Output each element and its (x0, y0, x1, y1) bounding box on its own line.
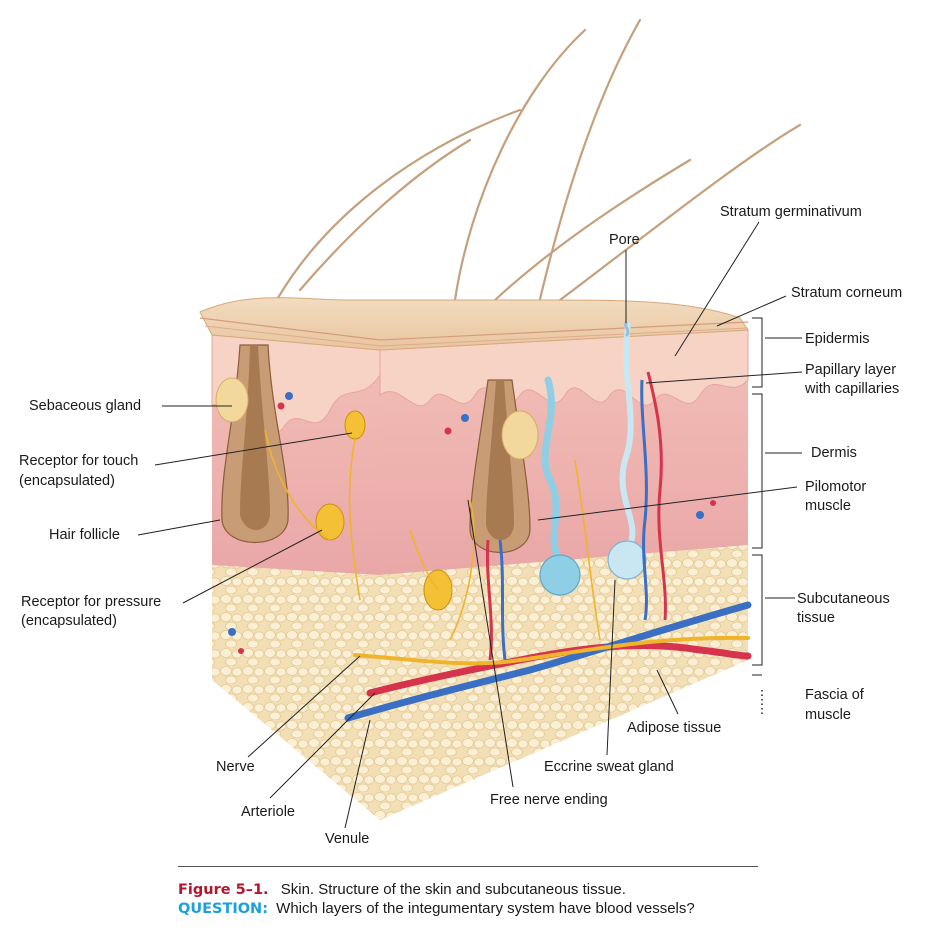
sweat-gland-coil (539, 554, 581, 596)
label-hair-follicle: Hair follicle (49, 527, 120, 543)
label-fascia-sub: muscle (805, 707, 851, 723)
figure-caption: Figure 5–1. Skin. Structure of the skin … (178, 880, 626, 900)
epidermis-papillae-right (379, 329, 749, 407)
label-sebaceous-gland: Sebaceous gland (29, 398, 142, 414)
label-receptor-pressure-sub: (encapsulated) (21, 613, 117, 629)
label-papillary-layer: Papillary layer (805, 362, 897, 378)
label-venule: Venule (325, 831, 370, 847)
label-receptor-touch: Receptor for touch (19, 453, 139, 469)
question-text: Which layers of the integumentary system… (276, 900, 695, 917)
leader-lines (137, 221, 803, 829)
skin-top-surface (199, 297, 749, 351)
label-arteriole: Arteriole (241, 804, 295, 820)
question-label: QUESTION: (178, 901, 268, 917)
label-eccrine-sweat-gland: Eccrine sweat gland (544, 759, 674, 775)
label-nerve: Nerve (216, 759, 255, 775)
label-stratum-germinativum: Stratum germinativum (720, 204, 862, 220)
label-pilomotor: Pilomotor (805, 479, 867, 495)
pressure-receptor (315, 503, 345, 541)
figure-caption-text: Skin. Structure of the skin and subcutan… (280, 881, 626, 898)
subcutaneous-front (212, 560, 380, 820)
label-subcutaneous-sub: tissue (797, 610, 835, 626)
label-pilomotor-sub: muscle (805, 498, 851, 514)
caption-rule (178, 866, 758, 867)
label-papillary-layer-sub: with capillaries (805, 381, 900, 397)
label-stratum-corneum: Stratum corneum (791, 285, 903, 301)
label-fascia: Fascia of (805, 687, 864, 703)
label-adipose-tissue: Adipose tissue (627, 720, 722, 736)
subcutaneous-side (380, 540, 748, 820)
figure-number: Figure 5–1. (178, 882, 269, 898)
venule-vessel (344, 601, 752, 722)
label-receptor-touch-sub: (encapsulated) (19, 473, 115, 489)
eccrine-duct (619, 322, 636, 548)
question-line: QUESTION: Which layers of the integument… (178, 899, 695, 919)
label-free-nerve-ending: Free nerve ending (490, 792, 608, 808)
eccrine-gland-coil (607, 540, 647, 580)
label-epidermis: Epidermis (805, 331, 870, 347)
sweat-duct (541, 376, 564, 564)
nerve-trunk (353, 635, 750, 666)
label-pore: Pore (609, 232, 640, 248)
label-dermis: Dermis (811, 445, 857, 461)
label-receptor-pressure: Receptor for pressure (21, 594, 162, 610)
label-subcutaneous: Subcutaneous (797, 591, 890, 607)
touch-receptor (344, 410, 366, 440)
